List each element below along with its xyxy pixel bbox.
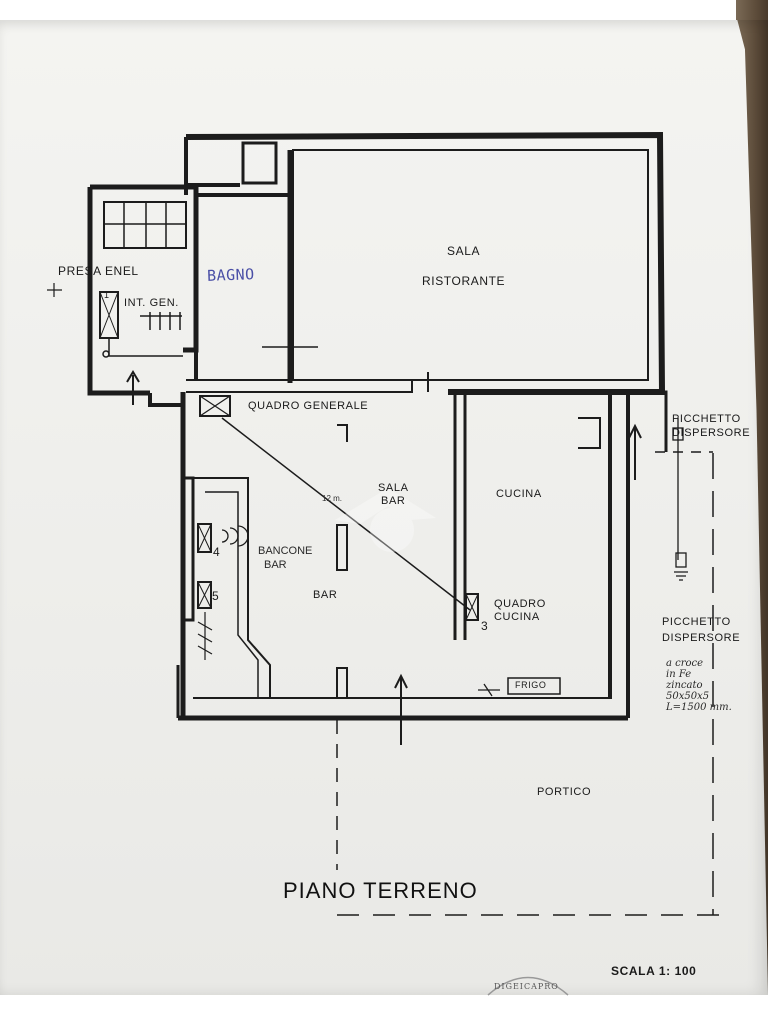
stairs-lines <box>104 202 186 248</box>
arrow-service <box>126 370 140 405</box>
closet-box <box>241 141 278 185</box>
bar-pillar-2 <box>336 667 348 699</box>
distance-label: 12 m. <box>322 494 343 503</box>
label-quadro-cucina-2: CUCINA <box>494 611 540 623</box>
sala-bar-window <box>337 424 348 442</box>
bancone-counter <box>193 477 271 698</box>
label-picchetto-bottom: PICCHETTO DISPERSORE <box>662 614 740 646</box>
wall-restaurant-bottom-left <box>186 379 413 393</box>
bancone-inner <box>205 491 259 698</box>
right-wall <box>608 392 630 718</box>
service-left <box>87 187 150 396</box>
label-bancone-bar-2: BAR <box>264 559 287 571</box>
frigo-box <box>507 677 561 695</box>
label-picchetto-1: PICCHETTO <box>672 413 741 425</box>
label-quadro-cucina: QUADRO CUCINA <box>494 598 546 624</box>
label-bagno: BAGNO <box>206 265 255 285</box>
quadro-cucina-box <box>465 593 479 621</box>
outlet-arcs <box>221 525 249 547</box>
int-gen-switch <box>140 312 182 330</box>
arrow-bar-entrance <box>394 673 408 745</box>
bar-pillar <box>336 524 348 571</box>
cable-down <box>197 612 213 660</box>
label-sala-bar-2: BAR <box>381 495 406 507</box>
note-line-1: a croce <box>666 658 704 669</box>
bagno-walls <box>184 185 290 380</box>
bottom-margin <box>0 995 768 1024</box>
label-frigo: FRIGO <box>515 680 547 690</box>
label-quadro: QUADRO <box>494 598 546 610</box>
label-sala-ristorante: SALA RISTORANTE <box>422 236 505 296</box>
label-presa-enel: PRESA ENEL <box>58 264 139 278</box>
label-sala-bar: SALA BAR <box>378 482 409 508</box>
page-title: PIANO TERRENO <box>283 878 478 903</box>
label-dispersore-2: DISPERSORE <box>662 632 741 644</box>
note-line-4: 50x50x5 <box>666 691 710 702</box>
note-line-2: in Fe <box>666 669 692 680</box>
watermark-logo <box>335 488 436 552</box>
quadro-generale-box <box>199 395 231 417</box>
earthing-note: a croce in Fe zincato 50x50x5 L=1500 mm. <box>666 658 732 713</box>
box-5 <box>197 581 212 609</box>
arrow-side-entrance <box>628 423 642 480</box>
label-int-gen: INT. GEN. <box>124 297 179 309</box>
cucina-niche <box>578 417 601 449</box>
label-dispersore-1: DISPERSORE <box>672 427 751 439</box>
bancone-left <box>183 476 195 622</box>
label-portico: PORTICO <box>537 786 592 798</box>
frigo-outlet <box>478 683 500 697</box>
marker-3: 3 <box>481 619 488 633</box>
note-line-3: zincato <box>666 680 703 691</box>
box-4 <box>197 523 212 553</box>
ground-symbol <box>674 571 688 581</box>
wall-bagno-right <box>184 137 240 187</box>
label-quadro-generale: QUADRO GENERALE <box>248 400 369 412</box>
inner-wall-restaurant <box>292 149 649 381</box>
label-cucina: CUCINA <box>496 488 542 500</box>
scale-label: SCALA 1: 100 <box>611 964 697 978</box>
cable-line <box>221 417 471 611</box>
stamp-arc <box>487 976 569 996</box>
label-picchetto-2: PICCHETTO <box>662 616 731 628</box>
paper-sheet <box>0 20 768 995</box>
outer-right-box <box>612 390 668 452</box>
marker-1: 1 <box>104 290 110 300</box>
label-ristorante: RISTORANTE <box>422 274 506 288</box>
label-sala: SALA <box>447 244 481 258</box>
marker-4: 4 <box>213 545 220 559</box>
label-bar: BAR <box>313 589 338 601</box>
outer-wall-restaurant <box>185 131 666 395</box>
label-bancone: BANCONE <box>258 545 313 557</box>
label-picchetto-top: PICCHETTO DISPERSORE <box>672 412 750 440</box>
stairs-box <box>103 201 187 249</box>
int-gen-cable <box>108 338 183 357</box>
corridor-wall <box>148 393 185 432</box>
marker-5: 5 <box>212 589 219 603</box>
note-line-5: L=1500 mm. <box>666 702 732 713</box>
stamp-text: DIGEICAPRO <box>494 982 559 991</box>
label-sala-bar-1: SALA <box>378 482 409 494</box>
label-bancone-bar: BANCONE BAR <box>258 544 312 572</box>
